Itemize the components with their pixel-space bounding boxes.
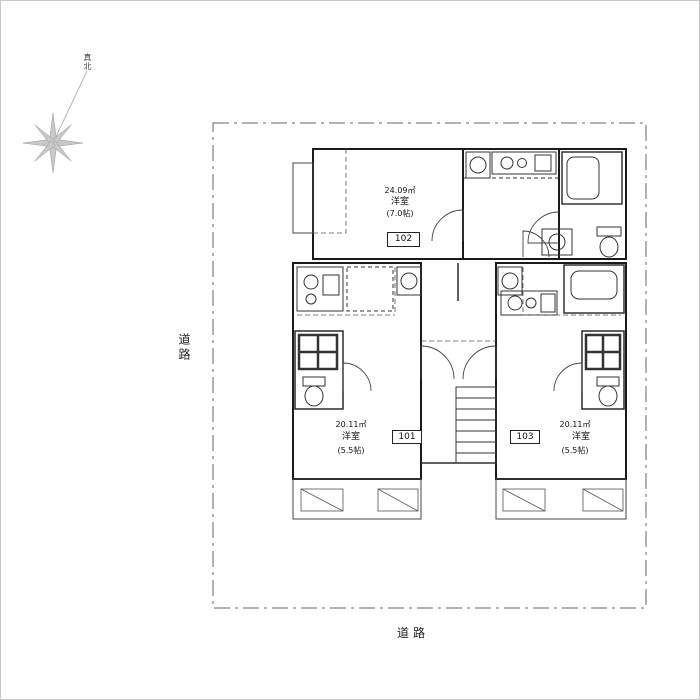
door-swings [342, 209, 583, 392]
north-label: 真北 [83, 53, 92, 71]
bathroom [561, 151, 623, 205]
balconies [292, 162, 627, 520]
dashed-openings [297, 149, 621, 342]
kitchen-sink [322, 274, 340, 296]
unit-103-fixtures [497, 264, 625, 407]
unit-101-room-type: 洋室 [341, 432, 360, 442]
kitchen-counter [491, 151, 557, 175]
fridge-space [346, 266, 394, 312]
washbasin [541, 228, 573, 256]
toilet-icon [599, 236, 619, 258]
bathtub-icon [570, 270, 618, 300]
unit-103-area: 20.11㎡ [559, 420, 591, 429]
bathroom [563, 264, 625, 314]
unit-102-size: (7.0帖) [386, 209, 414, 218]
unit-102-area: 24.09㎡ [384, 186, 416, 195]
road-label-left: 道路 [177, 333, 191, 363]
washer-icon [396, 266, 422, 296]
toilet-tank [302, 376, 326, 387]
unit-102-number: 102 [387, 232, 420, 247]
toilet-tank [596, 226, 622, 237]
toilet-icon [598, 385, 618, 407]
compass-rose-icon [22, 70, 88, 174]
kitchen-counter [296, 266, 344, 312]
unit-103-number: 103 [510, 430, 540, 444]
kitchen-sink [540, 293, 556, 313]
unit-101-fixtures [296, 266, 422, 407]
stairs [455, 386, 497, 464]
balcony-storage [300, 488, 624, 512]
bath-unit-icon [584, 333, 622, 371]
property-boundary [212, 122, 647, 609]
unit-101-size: (5.5帖) [337, 446, 365, 455]
toilet-icon [304, 385, 324, 407]
bath-unit-icon [297, 333, 339, 371]
unit-101-area: 20.11㎡ [335, 420, 367, 429]
washer-icon [497, 266, 523, 296]
kitchen-counter [500, 290, 558, 316]
road-label-bottom: 道路 [397, 626, 430, 640]
unit-101-number: 101 [392, 430, 422, 444]
unit-103-size: (5.5帖) [561, 446, 589, 455]
toilet-tank [596, 376, 620, 387]
unit-102-fixtures [464, 151, 623, 258]
bathtub-icon [566, 156, 600, 200]
unit-103-room-type: 洋室 [571, 432, 590, 442]
kitchen-sink [534, 154, 552, 172]
unit-102-room-type: 洋室 [390, 197, 409, 207]
